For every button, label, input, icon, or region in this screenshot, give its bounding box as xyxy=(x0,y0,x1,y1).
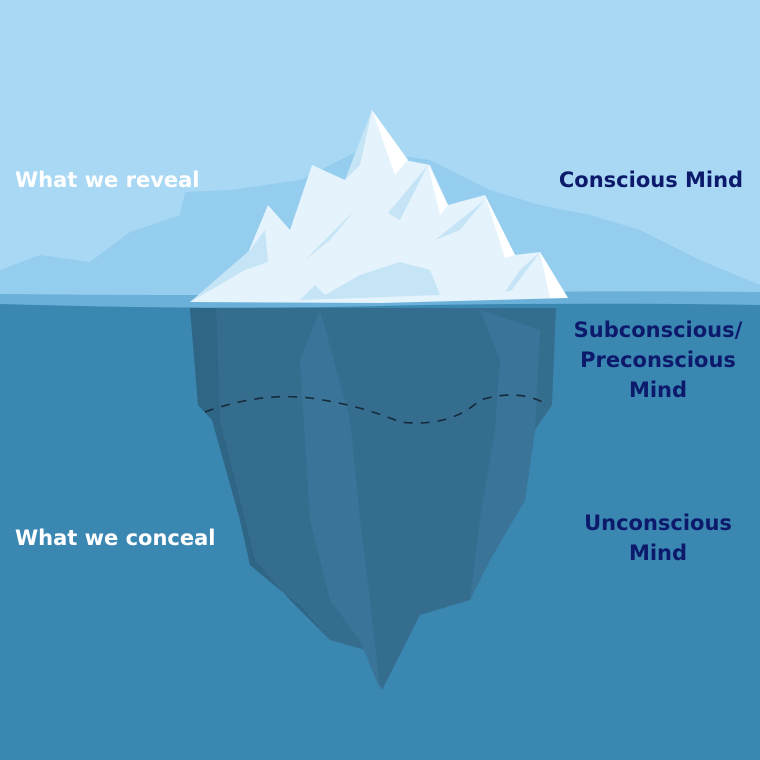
label-what-we-conceal: What we conceal xyxy=(15,526,216,550)
underwater-iceberg-shade-mid xyxy=(300,310,380,690)
label-unconscious-mind: Unconscious Mind xyxy=(556,508,760,568)
label-subconscious-line-1: Subconscious/ xyxy=(573,318,743,342)
iceberg-tip xyxy=(190,110,568,303)
label-subconscious-line-3: Mind xyxy=(628,378,688,402)
underwater-iceberg xyxy=(190,308,556,690)
label-conscious-mind: Conscious Mind xyxy=(558,168,744,192)
label-what-we-reveal: What we reveal xyxy=(15,168,200,192)
label-unconscious-line-2: Mind xyxy=(628,541,688,565)
underwater-iceberg-shade-left xyxy=(190,308,330,640)
subconscious-boundary-dashed-line xyxy=(204,394,549,424)
label-subconscious-line-2: Preconscious xyxy=(580,348,736,372)
label-unconscious-line-1: Unconscious xyxy=(584,511,732,535)
underwater-iceberg-shade-right xyxy=(470,310,540,600)
label-subconscious-mind: Subconscious/ Preconscious Mind xyxy=(556,315,760,405)
